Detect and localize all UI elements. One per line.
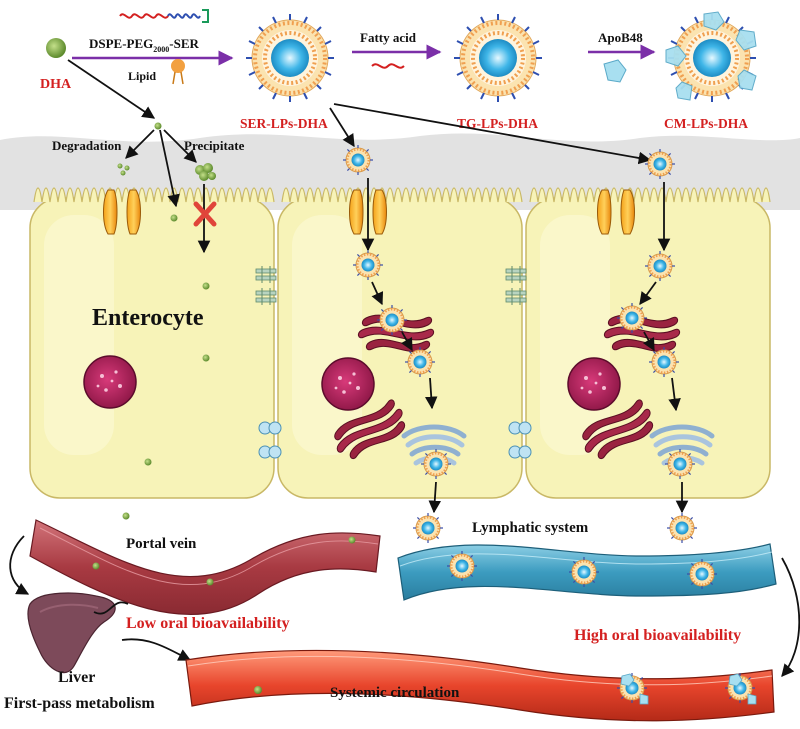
tg-lps-label: TG-LPs-DHA [457,116,538,131]
enterocyte-1 [29,187,275,499]
lipid-label: Lipid [128,69,156,83]
degraded-dha-icon [117,163,130,176]
precipitated-dha-icon [195,163,216,181]
nucleus-2 [321,357,375,411]
lipid-icon [171,59,185,85]
blocked-x-icon [193,201,217,227]
enterocyte-label: Enterocyte [92,305,204,331]
ser-lps-nanoparticle [246,14,334,102]
dha-arrow [67,59,156,119]
precipitate-label: Precipitate [184,138,245,153]
nucleus-3 [567,357,621,411]
portal-vein-label: Portal vein [126,536,197,552]
dha-molecule-icon [46,38,66,58]
fatty-acid-icon [371,63,405,69]
lymphatic-label: Lymphatic system [472,520,589,536]
dha-particles [122,214,210,520]
cm-lps-in-circulation [616,672,757,705]
systemic-circulation-label: Systemic circulation [330,685,460,701]
peg-chain-icon [119,13,169,19]
apob48-label: ApoB48 [598,30,643,45]
high-bioavailability-label: High oral bioavailability [574,627,741,644]
ser-lps-label: SER-LPs-DHA [240,116,328,131]
systemic-circulation-vessel [185,649,775,722]
degradation-label: Degradation [52,138,122,153]
tg-lps-nanoparticle [453,13,543,103]
low-bioavailability-label: Low oral bioavailability [126,615,290,632]
dspe-label: DSPE-PEG2000-SER [89,36,200,54]
apob48-icon [603,59,627,83]
cm-lps-label: CM-LPs-DHA [664,116,748,131]
liver-label: Liver [58,669,95,686]
first-pass-label: First-pass metabolism [4,695,155,712]
liver-icon [27,592,116,674]
to-liver-arrow [9,535,30,595]
dha-label: DHA [40,77,72,92]
nucleus-1 [83,355,137,409]
cm-lps-nanoparticle [665,11,757,103]
fatty-acid-label: Fatty acid [360,30,417,45]
portal-vein [29,519,381,615]
